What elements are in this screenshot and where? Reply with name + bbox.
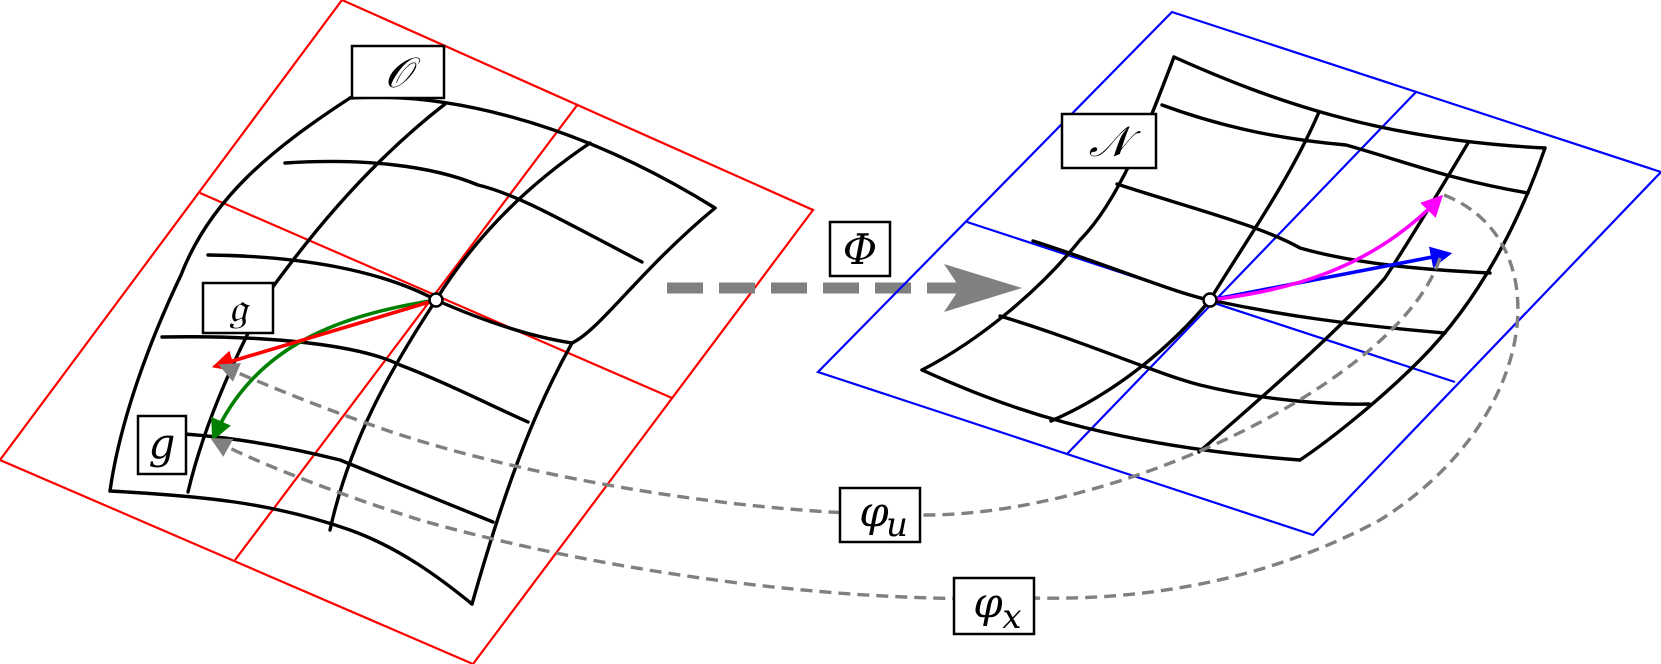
- phi-map-label: Φ: [828, 220, 892, 278]
- left-plane-line-b: [234, 103, 579, 561]
- right-plane-line-b: [1066, 91, 1417, 455]
- magenta-tangent-arrow: [1209, 194, 1444, 302]
- left-surface-row: [283, 159, 644, 264]
- right-plane-outline: [815, 10, 1661, 537]
- phi-x-connector: [210, 193, 1520, 601]
- svg-text:𝔤: 𝔤: [229, 283, 251, 332]
- right-surface-row: [920, 368, 1302, 462]
- left-surface-row: [139, 430, 495, 524]
- left-plane-outline: [0, 0, 815, 664]
- lie-algebra-label: 𝔤: [201, 281, 275, 335]
- phi-u-connector: [218, 257, 1442, 517]
- right-surface-row: [1172, 55, 1547, 150]
- right-surface-row: [998, 314, 1371, 406]
- right-surface-col: [1298, 146, 1547, 462]
- right-curved-surface: [920, 55, 1547, 462]
- right-surface-col: [920, 55, 1176, 372]
- svg-text:u: u: [886, 505, 908, 545]
- svg-text:g: g: [149, 419, 176, 468]
- svg-text:x: x: [1002, 597, 1021, 637]
- metric-label: g: [136, 414, 188, 476]
- right-surface-col: [1197, 141, 1470, 454]
- right-base-point: [1202, 292, 1218, 308]
- svg-text:Φ: Φ: [843, 225, 877, 274]
- left-surface-col: [470, 206, 717, 606]
- target-manifold-label: 𝒩: [1060, 112, 1158, 170]
- left-curved-surface: [108, 95, 717, 606]
- red-tangent-arrow: [211, 298, 437, 372]
- left-surface-row: [160, 335, 530, 424]
- left-surface-col: [108, 96, 352, 493]
- right-surface-row: [1160, 103, 1530, 195]
- left-base-point: [428, 292, 444, 308]
- phi-u-label: φ u: [838, 486, 922, 545]
- svg-text:φ: φ: [859, 487, 889, 536]
- right-tangent-plane: [815, 10, 1661, 537]
- orbit-label: 𝒪: [350, 44, 446, 100]
- right-surface-row: [1115, 182, 1492, 275]
- left-surface-row: [206, 253, 574, 345]
- svg-text:φ: φ: [973, 578, 1003, 627]
- left-surface-row: [108, 489, 474, 606]
- phi-map-arrow: [667, 264, 1022, 312]
- phi-x-label: φ x: [952, 576, 1036, 637]
- left-surface-row: [348, 95, 717, 210]
